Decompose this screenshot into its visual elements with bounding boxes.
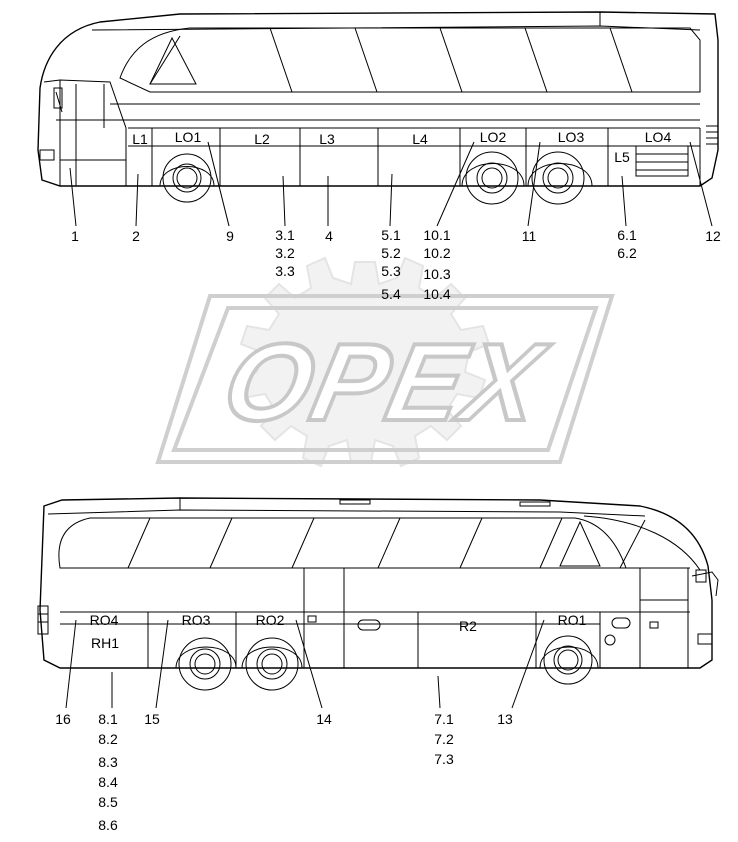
callout-7-2: 7.2 xyxy=(434,731,454,747)
panel-label-rh1: RH1 xyxy=(91,635,119,651)
callout-7-1: 7.1 xyxy=(434,711,454,727)
callout-5-3: 5.3 xyxy=(381,263,401,279)
callout-10-3: 10.3 xyxy=(423,266,450,282)
callout-14: 14 xyxy=(316,711,332,727)
panel-label-r2: R2 xyxy=(459,618,477,634)
callout-10-2: 10.2 xyxy=(423,245,450,261)
callout-8-6: 8.6 xyxy=(98,817,118,833)
callout-8-5: 8.5 xyxy=(98,794,118,810)
callout-11: 11 xyxy=(522,228,537,244)
callout-1: 1 xyxy=(71,228,79,244)
callout-10-4: 10.4 xyxy=(423,286,450,302)
top-bus-callouts: 1 2 9 3.1 3.2 3.3 4 5.1 5.2 5.3 5.4 10.1… xyxy=(71,227,721,302)
panel-label-l1: L1 xyxy=(132,131,148,147)
top-rear-wheel-2 xyxy=(527,151,593,205)
callout-2: 2 xyxy=(132,228,140,244)
panel-label-l4: L4 xyxy=(412,131,428,147)
callout-5-2: 5.2 xyxy=(381,245,401,261)
panel-label-ro1: RO1 xyxy=(558,612,587,628)
panel-label-l2: L2 xyxy=(254,131,270,147)
opex-watermark: OPEX xyxy=(155,256,615,468)
callout-9: 9 xyxy=(226,228,234,244)
panel-label-ro2: RO2 xyxy=(256,612,285,628)
panel-label-l5: L5 xyxy=(614,149,630,165)
watermark-text: OPEX xyxy=(214,320,558,444)
panel-label-ro3: RO3 xyxy=(182,612,211,628)
top-bus-body xyxy=(37,11,719,205)
bottom-bus-panel-labels: RO4 RH1 RO3 RO2 R2 RO1 xyxy=(90,612,587,651)
bottom-rear-wheel-1 xyxy=(175,637,237,691)
callout-4: 4 xyxy=(325,228,333,244)
callout-6-2: 6.2 xyxy=(617,245,637,261)
panel-label-l3: L3 xyxy=(319,131,335,147)
callout-6-1: 6.1 xyxy=(617,227,637,243)
bottom-rear-wheel-2 xyxy=(241,637,303,691)
callout-3-2: 3.2 xyxy=(275,245,295,261)
bottom-bus-callouts: 16 8.1 8.2 8.3 8.4 8.5 8.6 15 14 7.1 7.2… xyxy=(55,711,513,833)
callout-3-1: 3.1 xyxy=(275,227,295,243)
callout-13: 13 xyxy=(497,711,513,727)
top-front-wheel xyxy=(159,153,215,203)
panel-label-lo2: LO2 xyxy=(480,129,507,145)
callout-7-3: 7.3 xyxy=(434,751,454,767)
callout-12: 12 xyxy=(705,228,721,244)
callout-15: 15 xyxy=(144,711,160,727)
callout-5-1: 5.1 xyxy=(381,227,401,243)
panel-label-lo4: LO4 xyxy=(645,129,672,145)
top-rear-wheel-1 xyxy=(461,151,525,205)
bottom-front-wheel xyxy=(539,635,599,685)
callout-8-2: 8.2 xyxy=(98,731,118,747)
top-bus-panel-labels: L1 LO1 L2 L3 L4 LO2 LO3 LO4 L5 xyxy=(132,129,671,165)
top-bus-leader-lines xyxy=(69,141,713,227)
panel-label-ro4: RO4 xyxy=(90,612,119,628)
callout-16: 16 xyxy=(55,711,71,727)
callout-8-3: 8.3 xyxy=(98,754,118,770)
panel-label-lo1: LO1 xyxy=(175,129,202,145)
callout-5-4: 5.4 xyxy=(381,286,401,302)
callout-8-4: 8.4 xyxy=(98,774,118,790)
bottom-bus-body xyxy=(37,497,719,691)
bottom-bus-leader-lines xyxy=(65,619,545,709)
callout-10-1: 10.1 xyxy=(423,227,450,243)
callout-8-1: 8.1 xyxy=(98,711,118,727)
callout-3-3: 3.3 xyxy=(275,263,295,279)
panel-label-lo3: LO3 xyxy=(558,129,585,145)
